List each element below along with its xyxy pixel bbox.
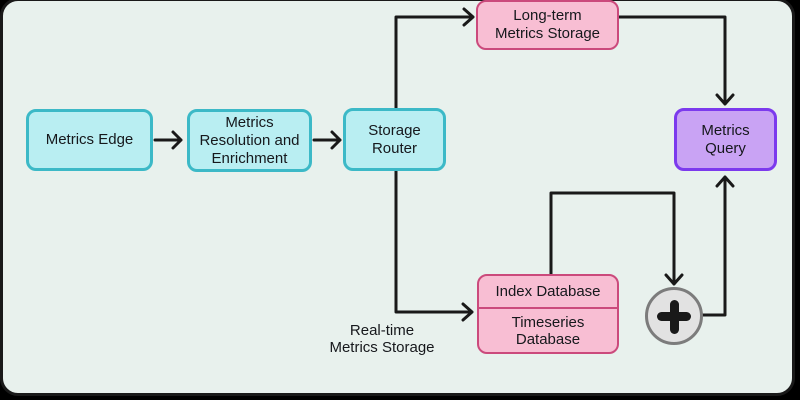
node-metrics-query-label: Metrics Query — [701, 121, 750, 157]
real-time-metrics-storage-label: Real-time Metrics Storage — [329, 322, 435, 356]
node-index-database: Index Database — [479, 276, 617, 309]
node-metrics-resolution-enrichment: Metrics Resolution and Enrichment — [187, 109, 312, 172]
edge-longterm-to-query — [617, 15, 735, 106]
node-storage-router-label: Storage Router — [368, 121, 421, 157]
node-long-term-metrics-storage-label: Long-term Metrics Storage — [494, 7, 601, 42]
edge-aggregator-to-query — [701, 175, 735, 317]
node-metrics-resolution-enrichment-label: Metrics Resolution and Enrichment — [199, 113, 300, 167]
node-long-term-metrics-storage: Long-term Metrics Storage — [476, 0, 619, 50]
node-timeseries-database: Timeseries Database — [511, 313, 585, 348]
node-metrics-query: Metrics Query — [674, 108, 777, 171]
plus-icon — [645, 287, 703, 345]
edge-metricsedge-to-resolution — [153, 130, 183, 150]
node-metrics-edge-label: Metrics Edge — [45, 131, 134, 148]
node-database-stack: Index Database Timeseries Database — [477, 274, 619, 354]
edge-router-to-longterm — [394, 7, 475, 110]
edge-router-to-indexdb — [394, 169, 474, 322]
edge-resolution-to-router — [312, 130, 342, 150]
node-metrics-edge: Metrics Edge — [26, 109, 153, 171]
node-storage-router: Storage Router — [343, 108, 446, 171]
edge-indexdb-to-aggregator — [549, 191, 684, 286]
